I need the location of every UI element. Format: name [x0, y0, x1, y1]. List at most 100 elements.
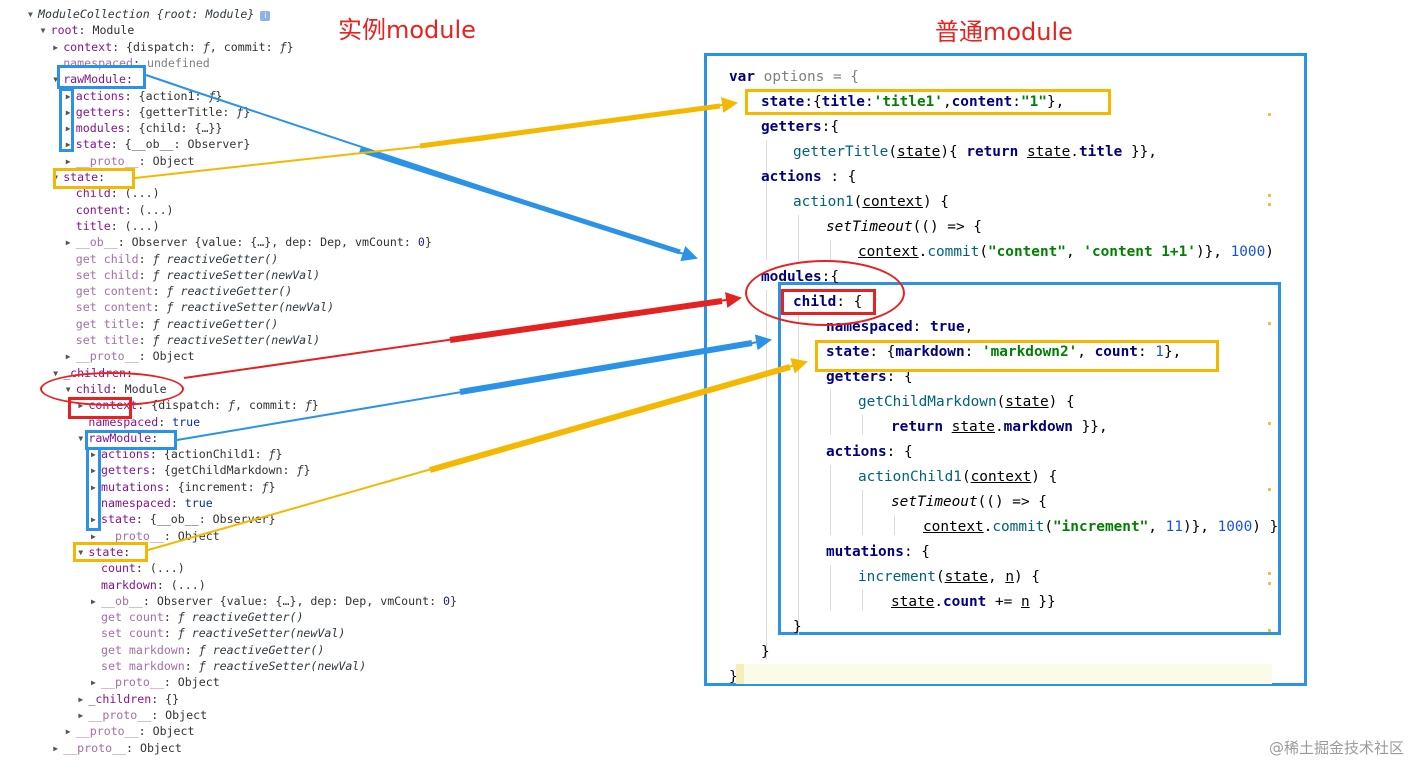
code-token: : { — [886, 369, 913, 385]
tree-row[interactable]: ▶modules: {child: {…}} — [66, 120, 223, 137]
tree-text: true — [172, 414, 201, 429]
tree-row[interactable]: ▶__proto__: Object — [91, 674, 220, 691]
tree-row[interactable]: ▶getters: {getChildMarkdown: ƒ} — [91, 462, 310, 479]
tree-row[interactable]: ▶__proto__: Object — [78, 707, 207, 724]
tree-text: ƒ — [304, 398, 312, 413]
code-token: :{ — [821, 119, 839, 135]
tree-row[interactable]: ▶getters: {getterTitle: ƒ} — [66, 104, 251, 121]
code-token: action1 — [793, 194, 854, 210]
tree-row[interactable]: ▶actions: {actionChild1: ƒ} — [91, 446, 283, 463]
info-icon[interactable]: i — [260, 11, 271, 21]
tree-text: : {increment: — [163, 479, 262, 494]
tree-text: } — [303, 463, 311, 478]
tree-row: markdown: (...) — [91, 577, 206, 593]
tree-text: : Object — [138, 153, 195, 168]
tree-text: state — [88, 544, 124, 559]
collapsed-triangle-icon[interactable]: ▶ — [91, 678, 96, 688]
tree-text: : — [138, 316, 153, 331]
tree-row[interactable]: ▼rawModule: — [53, 71, 133, 88]
code-line: } — [729, 665, 738, 690]
tree-text: actions — [75, 88, 125, 103]
expanded-triangle-icon[interactable]: ▼ — [28, 10, 33, 19]
collapsed-triangle-icon[interactable]: ▶ — [91, 450, 96, 460]
tree-row[interactable]: ▶mutations: {increment: ƒ} — [91, 479, 276, 496]
code-token: ( — [935, 569, 945, 585]
tree-row[interactable]: ▶__proto__: Object — [66, 348, 195, 365]
code-line: namespaced: true, — [826, 315, 973, 340]
tree-text: : {dispatch: — [112, 39, 203, 54]
tree-text: content — [75, 202, 125, 217]
code-line: action1(context) { — [793, 190, 949, 215]
arrow-root-state-to-code-state-thick — [419, 103, 721, 149]
collapsed-triangle-icon[interactable]: ▶ — [78, 401, 84, 411]
code-token: (() => { — [912, 219, 982, 235]
editor-gutter-mark — [1268, 488, 1271, 491]
expanded-triangle-icon[interactable]: ▼ — [53, 368, 59, 378]
collapsed-triangle-icon[interactable]: ▶ — [91, 466, 96, 476]
tree-text: ƒ reactiveSetter(newVal) — [177, 626, 346, 641]
collapsed-triangle-icon[interactable]: ▶ — [78, 710, 84, 720]
code-token: return — [966, 144, 1019, 160]
tree-text: : — [138, 251, 153, 266]
tree-text: } — [311, 398, 319, 413]
collapsed-triangle-icon[interactable]: ▶ — [91, 515, 96, 525]
caret-line-gutter — [736, 664, 744, 684]
tree-row[interactable]: ▶context: {dispatch: ƒ, commit: ƒ} — [78, 397, 318, 414]
collapsed-triangle-icon[interactable]: ▶ — [65, 238, 71, 248]
tree-text: child — [75, 186, 111, 201]
expanded-triangle-icon[interactable]: ▼ — [78, 547, 84, 557]
tree-row[interactable]: ▶actions: {action1: ƒ} — [66, 88, 223, 105]
tree-row[interactable]: ▶__proto__: Object — [66, 153, 195, 170]
tree-text: : {getterTitle: — [124, 104, 237, 119]
watermark: @稀土掘金技术社区 — [1268, 739, 1404, 757]
plain-module-heading: 普通module — [935, 18, 1073, 46]
tree-row[interactable]: ▶__proto__: Object — [66, 723, 195, 740]
code-token: context — [923, 519, 984, 535]
tree-row[interactable]: ▶__ob__: Observer {value: {…}, dep: Dep,… — [91, 593, 457, 610]
code-token: state — [891, 594, 935, 610]
collapsed-triangle-icon[interactable]: ▶ — [53, 42, 59, 52]
expanded-triangle-icon[interactable]: ▼ — [53, 75, 59, 85]
collapsed-triangle-icon[interactable]: ▶ — [78, 694, 84, 704]
collapsed-triangle-icon[interactable]: ▶ — [65, 156, 71, 166]
code-token: getters — [761, 119, 822, 135]
expanded-triangle-icon[interactable]: ▼ — [40, 26, 46, 36]
collapsed-triangle-icon[interactable]: ▶ — [65, 727, 71, 737]
code-token: count — [943, 594, 987, 610]
collapsed-triangle-icon[interactable]: ▶ — [65, 140, 71, 150]
code-token: ) { — [1048, 394, 1075, 410]
collapsed-triangle-icon[interactable]: ▶ — [91, 531, 96, 541]
collapsed-triangle-icon[interactable]: ▶ — [65, 91, 71, 101]
tree-row[interactable]: ▶state: {__ob__: Observer} — [91, 511, 276, 528]
tree-row[interactable]: ▶_children: {} — [78, 691, 179, 708]
tree-text: ModuleCollection {root: Module} — [38, 7, 255, 21]
collapsed-triangle-icon[interactable]: ▶ — [53, 743, 59, 753]
collapsed-triangle-icon[interactable]: ▶ — [65, 352, 71, 362]
collapsed-triangle-icon[interactable]: ▶ — [65, 107, 71, 117]
tree-text: ƒ — [202, 39, 210, 54]
code-line: increment(state, n) { — [858, 565, 1040, 590]
collapsed-triangle-icon[interactable]: ▶ — [65, 124, 71, 134]
code-token: mutations — [826, 544, 904, 560]
tree-text: rawModule — [63, 72, 127, 87]
code-token: += — [986, 594, 1021, 610]
tree-text: state — [75, 137, 111, 152]
tree-text: state — [63, 170, 99, 184]
tree-row[interactable]: ▼root: Module — [41, 22, 135, 39]
editor-gutter-mark — [1268, 113, 1271, 116]
tree-row[interactable]: ▼state: — [78, 544, 130, 561]
collapsed-triangle-icon[interactable]: ▶ — [91, 596, 96, 606]
tree-row[interactable]: ▶state: {__ob__: Observer} — [66, 136, 251, 153]
tree-row[interactable]: ▼rawModule: — [78, 430, 158, 447]
tree-row[interactable]: ▼ ModuleCollection {root: Module} i — [28, 6, 271, 23]
collapsed-triangle-icon[interactable]: ▶ — [91, 482, 96, 492]
tree-row[interactable]: ▶__ob__: Observer {value: {…}, dep: Dep,… — [66, 234, 432, 251]
code-token: context — [970, 469, 1032, 485]
tree-row[interactable]: ▶__proto__: Object — [53, 740, 182, 757]
tree-row[interactable]: ▶context: {dispatch: ƒ, commit: ƒ} — [53, 39, 293, 56]
code-line: setTimeout(() => { — [891, 490, 1047, 515]
expanded-triangle-icon[interactable]: ▼ — [78, 433, 84, 443]
tree-text: __ob__ — [101, 593, 143, 608]
tree-text: ƒ — [228, 398, 235, 413]
